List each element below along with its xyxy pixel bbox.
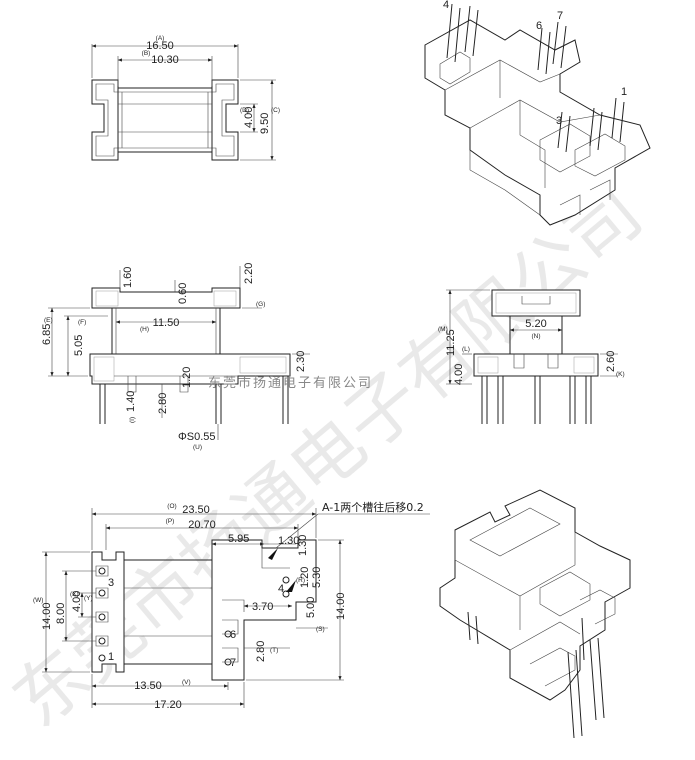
pin-label-3-iso: 3 [556, 115, 562, 127]
dim-right-14-00: 14.00 [335, 592, 347, 620]
dim-c-tag: (C) [271, 107, 280, 114]
dim-a-tag: (A) [156, 35, 165, 42]
dim-m-tag: (M) [438, 326, 448, 333]
dim-k-tag: (K) [616, 371, 625, 378]
dim-l2-value: 4.00 [453, 364, 465, 385]
dim-p-tag: (P) [166, 518, 175, 525]
dim-1-60: 1.60 [122, 267, 134, 288]
dim-1-30b: 1.30 [297, 535, 309, 556]
dim-5-00: 5.00 [305, 597, 317, 618]
dim-k-value: 2.60 [605, 351, 617, 372]
dim-c-value: 9.50 [259, 113, 271, 134]
dim-3-70: 3.70 [252, 601, 273, 613]
dim-b-value: 10.30 [151, 54, 179, 66]
pin-label-7-bottom: 7 [230, 657, 236, 669]
dim-2-20: 2.20 [243, 263, 255, 284]
dim-1-20: 1.20 [181, 367, 193, 388]
pin-label-4-iso: 4 [443, 0, 449, 11]
dim-w-tag: (W) [33, 597, 43, 604]
dim-t-tag: (T) [270, 647, 278, 654]
dim-5-30: 5.30 [311, 567, 323, 588]
dim-l-tag: (L) [462, 346, 470, 353]
dim-f-value: 5.05 [73, 335, 85, 356]
dim-i-tag: (I) [129, 417, 136, 423]
dim-e-tag: (E) [44, 317, 53, 324]
dim-u-tag: (U) [193, 444, 202, 451]
dim-r-tag: (R) [296, 577, 305, 584]
pin-label-7-iso: 7 [557, 10, 563, 22]
dim-h-value: 11.50 [153, 317, 180, 329]
dim-m-value: 11.25 [445, 329, 457, 356]
dim-y-tag: (Y) [84, 595, 93, 602]
dim-s-tag: (S) [316, 626, 325, 633]
dim-e-value: 6.85 [41, 324, 53, 345]
note-a1-slot: A-1两个槽往后移0.2 [322, 500, 424, 514]
dim-p-value: 20.70 [188, 519, 216, 531]
dim-2-80: 2.80 [157, 393, 169, 414]
pin-label-6-iso: 6 [536, 20, 542, 32]
dim-bottom-17-20: 17.20 [154, 699, 182, 711]
dim-i-value: 1.40 [125, 391, 137, 412]
pin-label-3-bottom: 3 [108, 577, 114, 589]
side-view: (M) 11.25 5.20 (N) (L) 4.00 2.60 (K) [438, 289, 625, 424]
pin-label-4-bottom: 4 [278, 583, 284, 595]
dim-b-tag: (B) [142, 50, 151, 57]
dim-y-value: 4.00 [71, 591, 83, 612]
dim-d-value: 4.00 [243, 107, 255, 128]
watermark-line-text: 东莞市扬通电子有限公司 [208, 375, 373, 391]
dim-h-tag: (H) [140, 326, 149, 333]
dim-x-value: 8.00 [55, 603, 67, 624]
dim-o-tag: (O) [167, 503, 176, 510]
dim-5-95: 5.95 [228, 533, 249, 545]
dim-o-value: 23.50 [182, 504, 210, 516]
dim-w-value: 14.00 [41, 602, 53, 630]
dim-n-tag: (N) [531, 333, 540, 340]
dim-a-value: 16.50 [146, 40, 174, 52]
pin-label-1-bottom: 1 [108, 651, 114, 663]
dim-x-tag: (X) [70, 591, 79, 598]
dim-1-30a: 1.30 [278, 535, 299, 547]
dim-2-30: 2.30 [295, 351, 307, 372]
front-view: 1.60 2.20 0.60 (G) (E) 6.85 (F) 5.05 (H)… [41, 263, 373, 451]
dim-1-20: 1.20 [299, 567, 311, 588]
iso-view-top: 4 6 7 3 1 [424, 0, 651, 226]
pin-label-6-bottom: 6 [230, 629, 236, 641]
pin-label-1-iso: 1 [621, 86, 627, 98]
dim-2-80: 2.80 [255, 641, 267, 662]
iso-view-bottom [439, 489, 631, 739]
top-view: (A) 16.50 (B) 10.30 (D) 4.00 9.50 (C) [91, 35, 280, 161]
dim-0-60: 0.60 [177, 283, 189, 304]
dim-g-tag: (G) [256, 301, 265, 308]
bottom-view: 3 1 6 7 4 (O) 23.50 (P) 20.70 A-1两个槽往后移0… [33, 500, 430, 711]
dim-v-value: 13.50 [134, 680, 162, 692]
dim-d-tag: (D) [240, 107, 249, 114]
dim-f-tag: (F) [78, 319, 86, 326]
dim-v-tag: (V) [182, 679, 191, 686]
dim-pin-dia: ΦS0.55 [178, 431, 216, 443]
dim-n-value: 5.20 [525, 318, 546, 330]
